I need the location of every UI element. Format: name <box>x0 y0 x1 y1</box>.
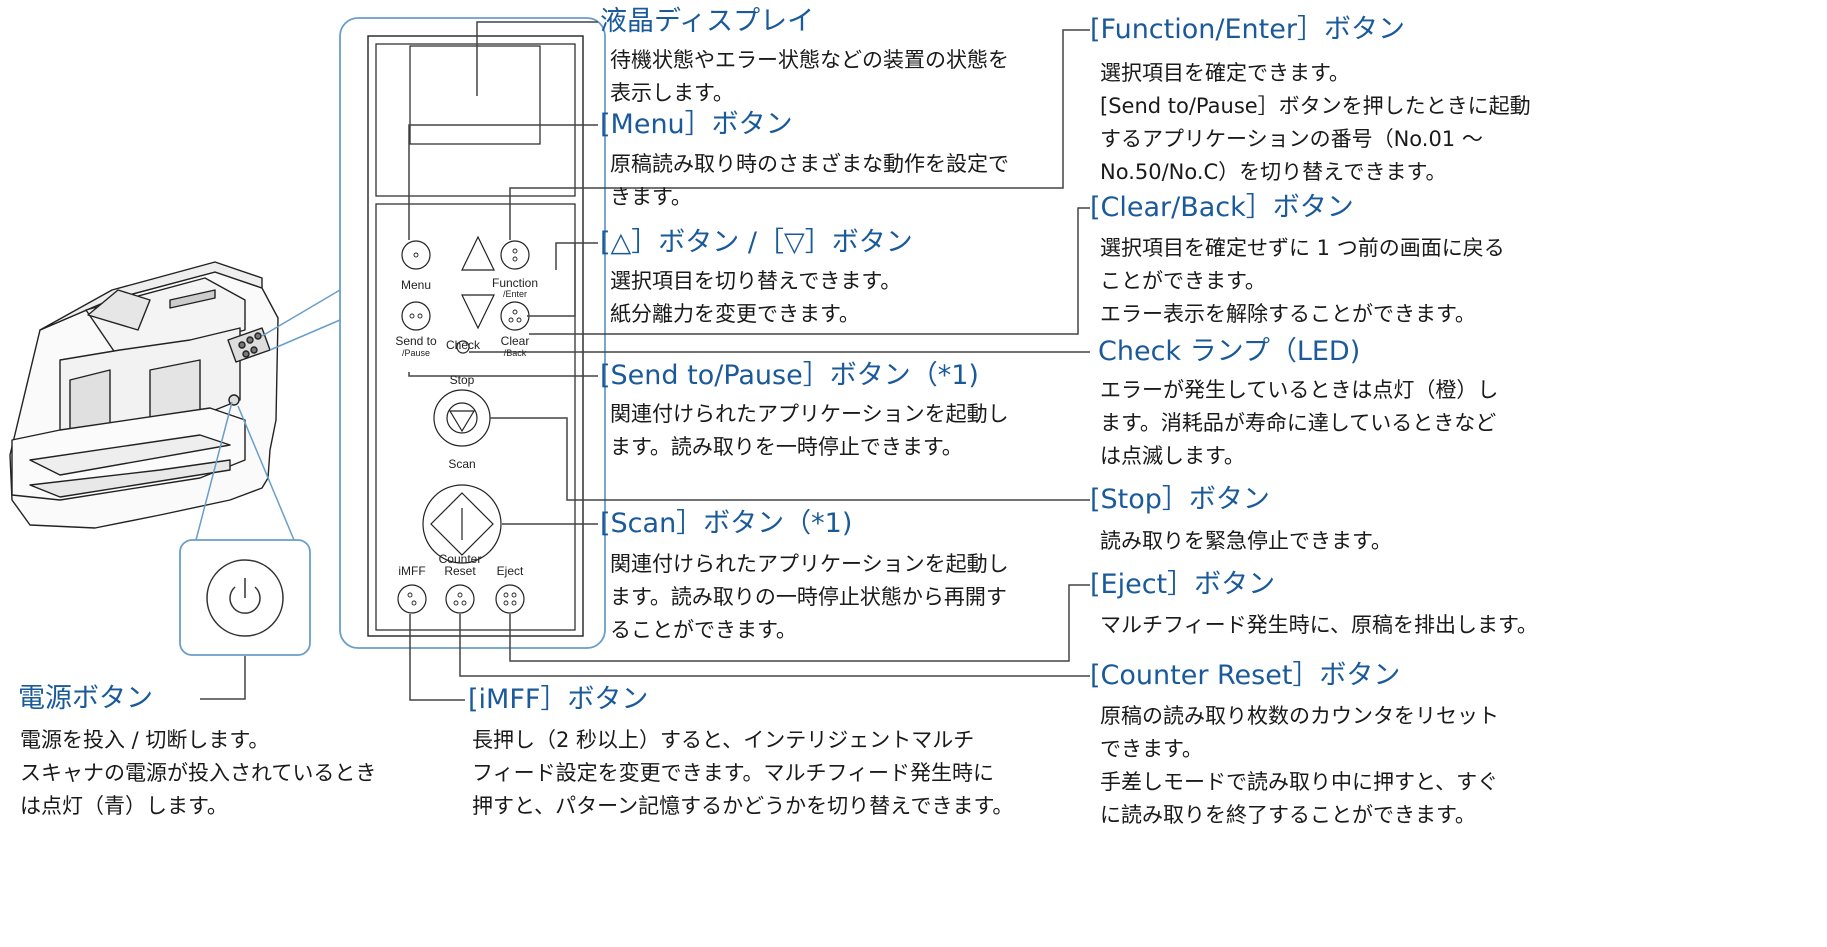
check-lamp <box>456 340 470 354</box>
button-dots <box>407 248 522 606</box>
lcd-desc-1: 待機状態やエラー状態などの装置の状態を <box>610 48 1009 72</box>
lcd-heading: 液晶ディスプレイ <box>600 6 815 37</box>
clear-back-button[interactable] <box>500 301 530 331</box>
function-desc-2: [Send to/Pause］ボタンを押したときに起動 <box>1100 94 1531 118</box>
counter-label: Counter <box>438 552 482 566</box>
check-heading: Check ランプ（LED) <box>1098 336 1361 367</box>
power-icon <box>229 578 261 614</box>
clear-desc-2: ことができます。 <box>1100 269 1266 293</box>
clear-heading: [Clear/Back］ボタン <box>1090 192 1354 223</box>
counter-sub-label: Reset <box>444 564 476 578</box>
down-button[interactable] <box>461 294 495 330</box>
power-desc-2: スキャナの電源が投入されているとき <box>20 761 377 785</box>
imff-desc-3: 押すと、パターン記憶するかどうかを切り替えできます。 <box>472 794 1014 818</box>
clear-sub-label: /Back <box>503 348 527 358</box>
scan-desc-3: ることができます。 <box>610 618 797 642</box>
counter-desc-1: 原稿の読み取り枚数のカウンタをリセット <box>1100 704 1499 728</box>
stop-desc-1: 読み取りを緊急停止できます。 <box>1100 529 1392 553</box>
lcd-desc-2: 表示します。 <box>610 81 734 105</box>
counter-desc-3: 手差しモードで読み取り中に押すと、すぐ <box>1100 770 1499 794</box>
function-heading: [Function/Enter］ボタン <box>1090 14 1405 45</box>
up-button[interactable] <box>461 235 495 271</box>
function-label: Function <box>491 276 539 290</box>
send-label: Send to <box>395 334 437 348</box>
power-heading: 電源ボタン <box>18 683 153 714</box>
send-desc-1: 関連付けられたアプリケーションを起動し <box>610 402 1009 426</box>
menu-heading: [Menu］ボタン <box>600 109 793 140</box>
scan-desc-2: ます。読み取りの一時停止状態から再開す <box>610 585 1007 609</box>
function-desc-4: No.50/No.C）を切り替えできます。 <box>1100 160 1447 184</box>
menu-label: Menu <box>400 278 432 292</box>
eject-desc-1: マルチフィード発生時に、原稿を排出します。 <box>1100 613 1538 637</box>
lcd-display <box>409 45 541 145</box>
scan-label: Scan <box>448 457 476 471</box>
arrows-desc-1: 選択項目を切り替えできます。 <box>610 269 902 293</box>
eject-label: Eject <box>496 564 524 578</box>
function-enter-button[interactable] <box>500 240 530 270</box>
menu-desc-1: 原稿読み取り時のさまざまな動作を設定で <box>610 152 1009 176</box>
imff-button[interactable] <box>397 584 427 614</box>
eject-heading: [Eject］ボタン <box>1090 569 1276 600</box>
imff-heading: [iMFF］ボタン <box>468 684 649 715</box>
counter-desc-2: できます。 <box>1100 737 1203 761</box>
scan-heading: [Scan］ボタン（*1) <box>600 508 853 539</box>
stop-heading: [Stop］ボタン <box>1090 484 1270 515</box>
scan-desc-1: 関連付けられたアプリケーションを起動し <box>610 552 1009 576</box>
counter-desc-4: に読み取りを終了することができます。 <box>1100 803 1476 827</box>
function-sub-label: /Enter <box>502 289 527 299</box>
send-sub-label: /Pause <box>401 348 431 358</box>
counter-heading: [Counter Reset］ボタン <box>1090 660 1401 691</box>
power-desc-3: は点灯（青）します。 <box>20 794 228 818</box>
arrows-heading: [△］ボタン /［▽］ボタン <box>600 227 913 258</box>
imff-desc-1: 長押し（2 秒以上）すると、インテリジェントマルチ <box>472 728 975 752</box>
check-desc-1: エラーが発生しているときは点灯（橙）し <box>1100 378 1499 402</box>
eject-button[interactable] <box>495 584 525 614</box>
leader-lines <box>200 21 1090 701</box>
power-desc-1: 電源を投入 / 切断します。 <box>20 728 270 752</box>
scanner-illustration <box>9 261 279 529</box>
imff-label: iMFF <box>398 564 426 578</box>
stop-label: Stop <box>449 373 475 387</box>
function-desc-3: するアプリケーションの番号（No.01 〜 <box>1100 127 1483 151</box>
clear-desc-1: 選択項目を確定せずに 1 つ前の画面に戻る <box>1100 236 1505 260</box>
check-desc-3: は点滅します。 <box>1100 444 1245 468</box>
send-heading: [Send to/Pause］ボタン（*1) <box>600 360 979 391</box>
counter-reset-button[interactable] <box>445 584 475 614</box>
arrows-desc-2: 紙分離力を変更できます。 <box>610 302 860 326</box>
imff-desc-2: フィード設定を変更できます。マルチフィード発生時に <box>472 761 995 785</box>
send-pause-button[interactable] <box>401 301 431 331</box>
function-desc-1: 選択項目を確定できます。 <box>1100 61 1350 85</box>
check-desc-2: ます。消耗品が寿命に達しているときなど <box>1100 411 1497 435</box>
send-desc-2: ます。読み取りを一時停止できます。 <box>610 435 963 459</box>
clear-desc-3: エラー表示を解除することができます。 <box>1100 302 1476 326</box>
menu-button[interactable] <box>401 240 431 270</box>
clear-label: Clear <box>500 334 530 348</box>
check-label: Check <box>445 338 480 352</box>
menu-desc-2: きます。 <box>610 185 692 209</box>
